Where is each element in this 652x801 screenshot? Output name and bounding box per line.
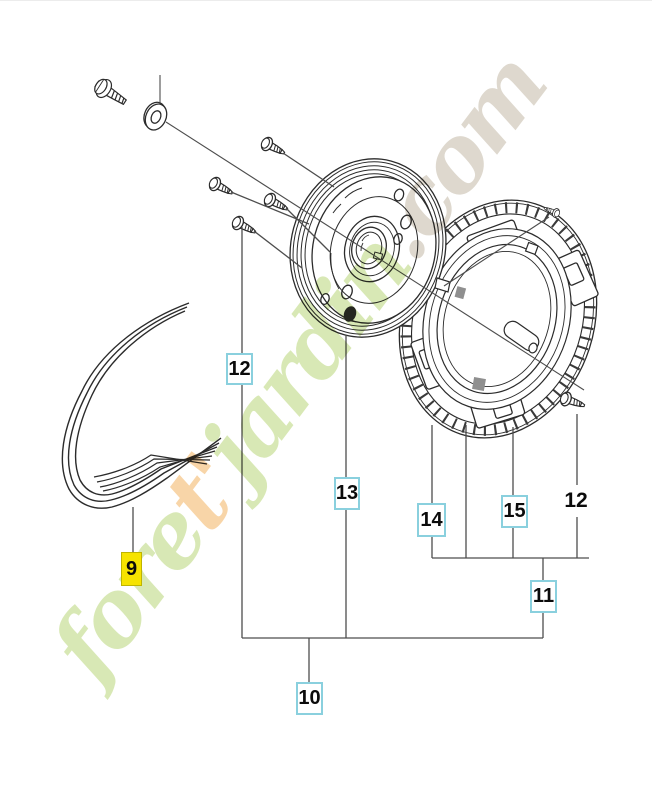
plate-screw [557, 389, 588, 413]
callout-11[interactable]: 11 [530, 580, 557, 613]
callout-13-pulley[interactable]: 13 [334, 477, 360, 510]
pulley-screw [258, 134, 289, 160]
callout-12-plate-screw[interactable]: 12 [560, 485, 592, 517]
callout-15-bracket[interactable]: 15 [501, 495, 528, 528]
pulley-screw [229, 213, 260, 239]
drive-belt [61, 302, 222, 509]
assembly-axis-lines [159, 75, 585, 391]
callout-9-belt[interactable]: 9 [121, 552, 142, 586]
washer [143, 101, 168, 131]
callout-10[interactable]: 10 [296, 682, 323, 715]
retainer-clip [434, 277, 451, 293]
crankshaft-pulley [289, 158, 447, 338]
pulley-screw [206, 174, 237, 200]
callout-14-ring-gear[interactable]: 14 [417, 503, 446, 537]
callout-12-pulley-screws[interactable]: 12 [226, 353, 253, 385]
flange-bolt [94, 78, 128, 106]
pulley-screw [261, 190, 292, 216]
